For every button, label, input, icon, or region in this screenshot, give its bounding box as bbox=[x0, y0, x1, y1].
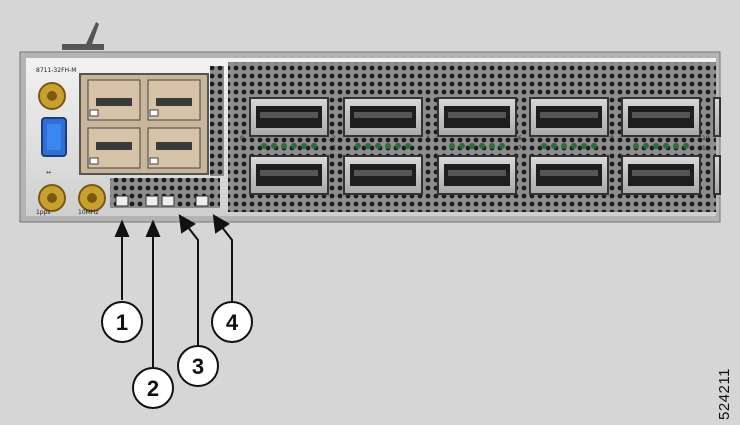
callout-arrows bbox=[114, 214, 233, 368]
port-label: 0 bbox=[240, 135, 244, 142]
side-vent bbox=[210, 66, 224, 176]
port-led bbox=[499, 143, 505, 149]
arrowhead-3 bbox=[178, 214, 196, 234]
qsfp-port bbox=[529, 97, 609, 137]
callout-number: 2 bbox=[147, 376, 159, 401]
port-led bbox=[385, 143, 391, 149]
qsfp-port bbox=[713, 97, 721, 137]
port-led bbox=[479, 143, 485, 149]
callout-number: 3 bbox=[192, 354, 204, 379]
port-led bbox=[561, 143, 567, 149]
port-label: 2 bbox=[332, 135, 336, 142]
port-led bbox=[355, 143, 361, 149]
port-label: 3 bbox=[332, 145, 336, 152]
rj45-port bbox=[87, 127, 141, 169]
port-label: 4 bbox=[426, 135, 430, 142]
port-led bbox=[281, 143, 287, 149]
label-10mhz: 10MHz bbox=[78, 209, 98, 216]
port-led bbox=[489, 143, 495, 149]
port-led bbox=[633, 143, 639, 149]
rj45-port bbox=[147, 127, 201, 169]
port-label: 5 bbox=[426, 145, 430, 152]
port-led bbox=[311, 143, 317, 149]
arrow-4 bbox=[217, 221, 233, 302]
port-led bbox=[469, 143, 475, 149]
qsfp-port bbox=[343, 97, 423, 137]
port-led bbox=[541, 143, 547, 149]
qsfp-ports bbox=[249, 97, 721, 195]
port-led bbox=[271, 143, 277, 149]
port-label: 8 bbox=[610, 135, 614, 142]
rj45-port bbox=[87, 79, 141, 121]
callout-number: 1 bbox=[116, 310, 128, 335]
port-led bbox=[673, 143, 679, 149]
port-led bbox=[301, 143, 307, 149]
port-led bbox=[551, 143, 557, 149]
port-led bbox=[365, 143, 371, 149]
qsfp-port bbox=[437, 155, 517, 195]
port-label: 11 bbox=[702, 145, 710, 152]
callout-1: 1 bbox=[101, 301, 143, 343]
port-label: 6 bbox=[518, 135, 522, 142]
port-led bbox=[405, 143, 411, 149]
arrowhead-1 bbox=[114, 219, 130, 237]
left-connectors: ↔ 1pps 10MHz bbox=[36, 82, 106, 216]
rj45-port bbox=[147, 79, 201, 121]
port-led bbox=[591, 143, 597, 149]
port-led bbox=[449, 143, 455, 149]
callout-4: 4 bbox=[211, 301, 253, 343]
port-led bbox=[581, 143, 587, 149]
qsfp-port bbox=[249, 155, 329, 195]
port-led bbox=[395, 143, 401, 149]
figure-id: 524211 bbox=[716, 368, 733, 420]
port-led bbox=[375, 143, 381, 149]
qsfp-port bbox=[529, 155, 609, 195]
qsfp-port bbox=[437, 97, 517, 137]
qsfp-port bbox=[621, 97, 701, 137]
led-3 bbox=[161, 195, 175, 207]
qsfp-port bbox=[249, 97, 329, 137]
port-label: 9 bbox=[610, 145, 614, 152]
qsfp-port bbox=[343, 155, 423, 195]
model-label: 8711-32FH-M bbox=[36, 67, 76, 74]
callout-number: 4 bbox=[226, 310, 239, 335]
arrow-3 bbox=[183, 221, 199, 345]
port-led bbox=[459, 143, 465, 149]
qsfp-port bbox=[621, 155, 701, 195]
usb-symbol: ↔ bbox=[46, 169, 51, 176]
port-led bbox=[643, 143, 649, 149]
arrowhead-2 bbox=[145, 219, 161, 237]
rj45-block bbox=[79, 73, 209, 175]
qsfp-port bbox=[713, 155, 721, 195]
port-led bbox=[663, 143, 669, 149]
arrowhead-4 bbox=[212, 214, 230, 234]
callout-3: 3 bbox=[177, 345, 219, 387]
port-label: 1 bbox=[240, 145, 244, 152]
port-led bbox=[261, 143, 267, 149]
label-1pps: 1pps bbox=[36, 209, 51, 216]
port-labels: 0 1 2 3 4 5 6 7 8 9 10 11 bbox=[240, 135, 710, 152]
port-led bbox=[571, 143, 577, 149]
led-1 bbox=[115, 195, 129, 207]
port-label: 10 bbox=[702, 135, 710, 142]
led-2 bbox=[145, 195, 159, 207]
port-led bbox=[291, 143, 297, 149]
rack-handle bbox=[62, 22, 104, 50]
port-led bbox=[653, 143, 659, 149]
status-leds bbox=[115, 195, 209, 207]
port-label: 7 bbox=[518, 145, 522, 152]
callout-2: 2 bbox=[132, 367, 174, 409]
led-4 bbox=[195, 195, 209, 207]
port-led bbox=[683, 143, 689, 149]
